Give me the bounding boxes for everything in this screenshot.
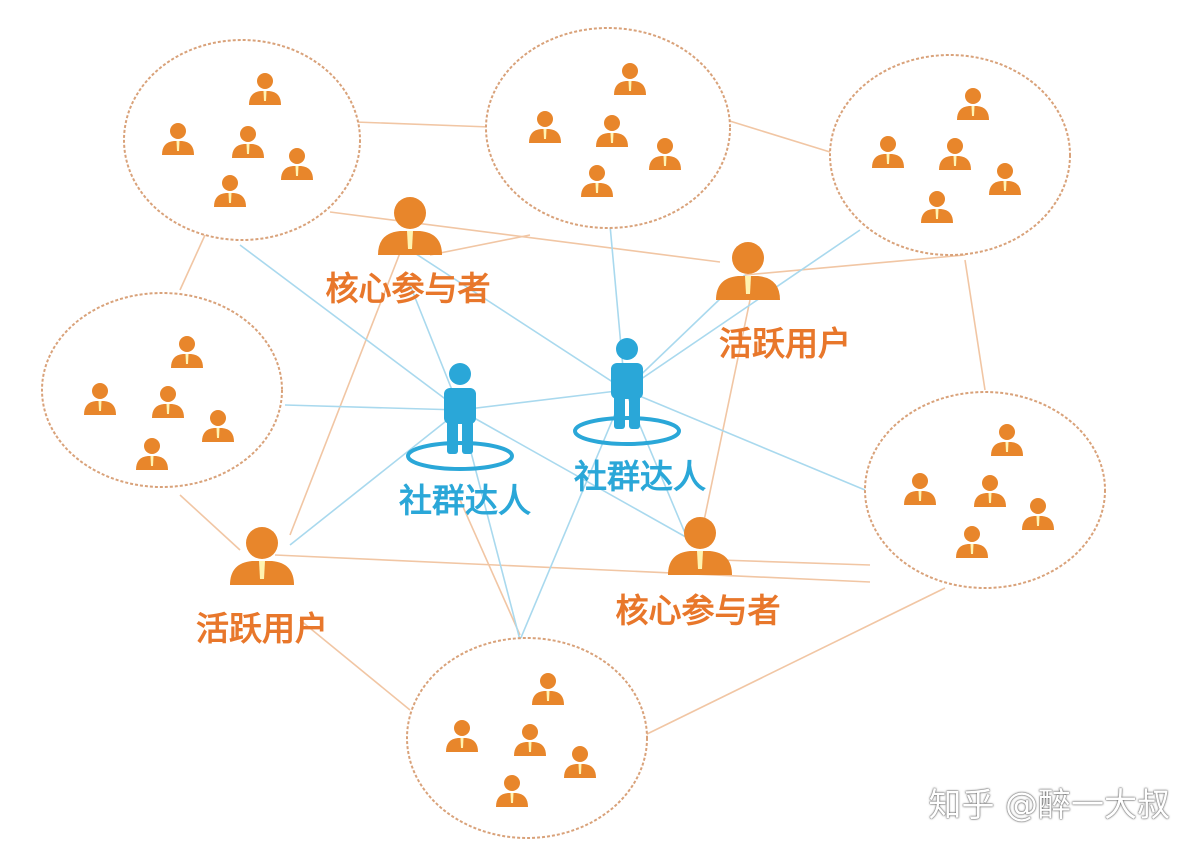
community-expert-label: 社群达人 <box>574 457 706 496</box>
expert-icon <box>406 361 514 471</box>
community-expert-node-left: 社群达人 <box>399 361 531 520</box>
community-expert-node-right: 社群达人 <box>573 336 706 496</box>
user-icon <box>668 517 732 575</box>
connection-lines <box>179 117 986 736</box>
community-group-top-right <box>829 54 1071 256</box>
community-expert-label: 社群达人 <box>399 481 531 520</box>
active-user-node-bottom: 活跃用户 <box>196 527 328 648</box>
community-group-top-center <box>485 27 731 229</box>
user-icon <box>378 197 442 255</box>
community-group-top-left <box>123 39 361 241</box>
community-group-bottom <box>406 637 648 839</box>
active-user-label: 活跃用户 <box>196 609 328 648</box>
community-group-middle-left <box>41 292 283 488</box>
core-participant-node-bottom: 核心参与者 <box>616 517 781 630</box>
user-icon <box>716 242 780 300</box>
community-group-middle-right <box>864 391 1106 589</box>
active-user-label: 活跃用户 <box>719 324 851 363</box>
core-participant-label: 核心参与者 <box>326 269 491 308</box>
core-participant-label: 核心参与者 <box>616 591 781 630</box>
active-user-node-top: 活跃用户 <box>716 242 851 363</box>
core-participant-node-top: 核心参与者 <box>326 197 491 308</box>
zhihu-watermark: 知乎 @醉一大叔 <box>928 785 1171 824</box>
